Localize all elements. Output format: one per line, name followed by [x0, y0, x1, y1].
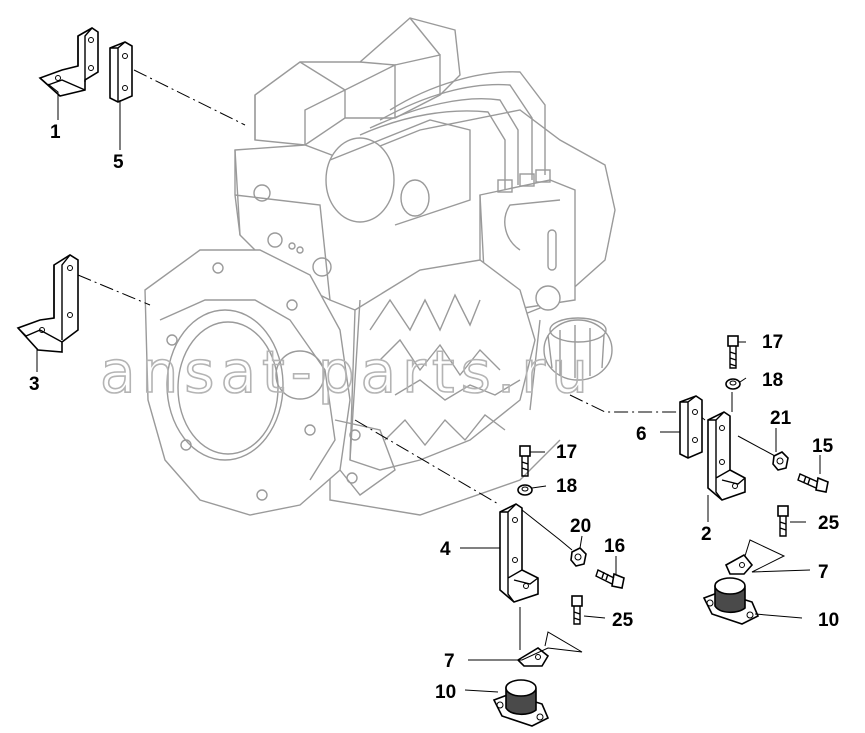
callout-10-left: 10	[435, 682, 456, 703]
callout-18-right: 18	[762, 370, 783, 391]
callout-17-left: 17	[556, 442, 577, 463]
nut-part-18-left	[517, 484, 533, 496]
callout-7-right: 7	[818, 562, 829, 583]
bolt-part-16	[595, 569, 625, 589]
callout-3: 3	[29, 374, 40, 395]
leader-lines	[36, 83, 821, 693]
callout-6: 6	[636, 424, 647, 445]
callout-17-right: 17	[762, 332, 783, 353]
callout-25-right: 25	[818, 513, 840, 534]
nut-part-20	[570, 547, 587, 567]
callout-7-left: 7	[444, 651, 455, 672]
bracket-part-3	[16, 254, 79, 353]
callout-25-left: 25	[612, 610, 634, 631]
plate-part-5	[109, 41, 133, 103]
callout-2: 2	[701, 524, 712, 545]
plate-part-6	[679, 395, 703, 459]
nut-part-18-right	[725, 378, 741, 390]
callout-20: 20	[570, 516, 591, 537]
bolt-part-25-right	[777, 505, 789, 537]
callout-numbers: 1 5 3 17 18 21 15 6 2 25 7 10 17 18 4 20…	[29, 122, 840, 703]
nut-part-21	[772, 451, 789, 471]
rubber-mount-part-10-left	[492, 679, 550, 727]
bracket-part-2	[707, 411, 746, 501]
watermark-text: ansat-parts.ru	[100, 338, 594, 406]
callout-4: 4	[440, 539, 451, 560]
callout-5: 5	[113, 152, 124, 173]
plate-part-7-left	[516, 647, 550, 667]
callout-15: 15	[812, 436, 834, 457]
bolt-part-25-left	[571, 595, 583, 625]
callout-21: 21	[770, 408, 792, 429]
callout-1: 1	[50, 122, 61, 143]
bolt-part-17-right	[727, 335, 739, 369]
bracket-part-4	[499, 503, 539, 603]
callout-16: 16	[604, 536, 625, 557]
bolt-part-15	[797, 473, 829, 493]
callout-18-left: 18	[556, 476, 577, 497]
rubber-mount-part-10-right	[702, 577, 760, 625]
callout-10-right: 10	[818, 610, 839, 631]
plate-part-7-right	[724, 553, 754, 575]
bracket-part-1	[38, 27, 99, 97]
bolt-part-17-left	[519, 445, 531, 477]
engine-block-illustration	[144, 17, 616, 516]
